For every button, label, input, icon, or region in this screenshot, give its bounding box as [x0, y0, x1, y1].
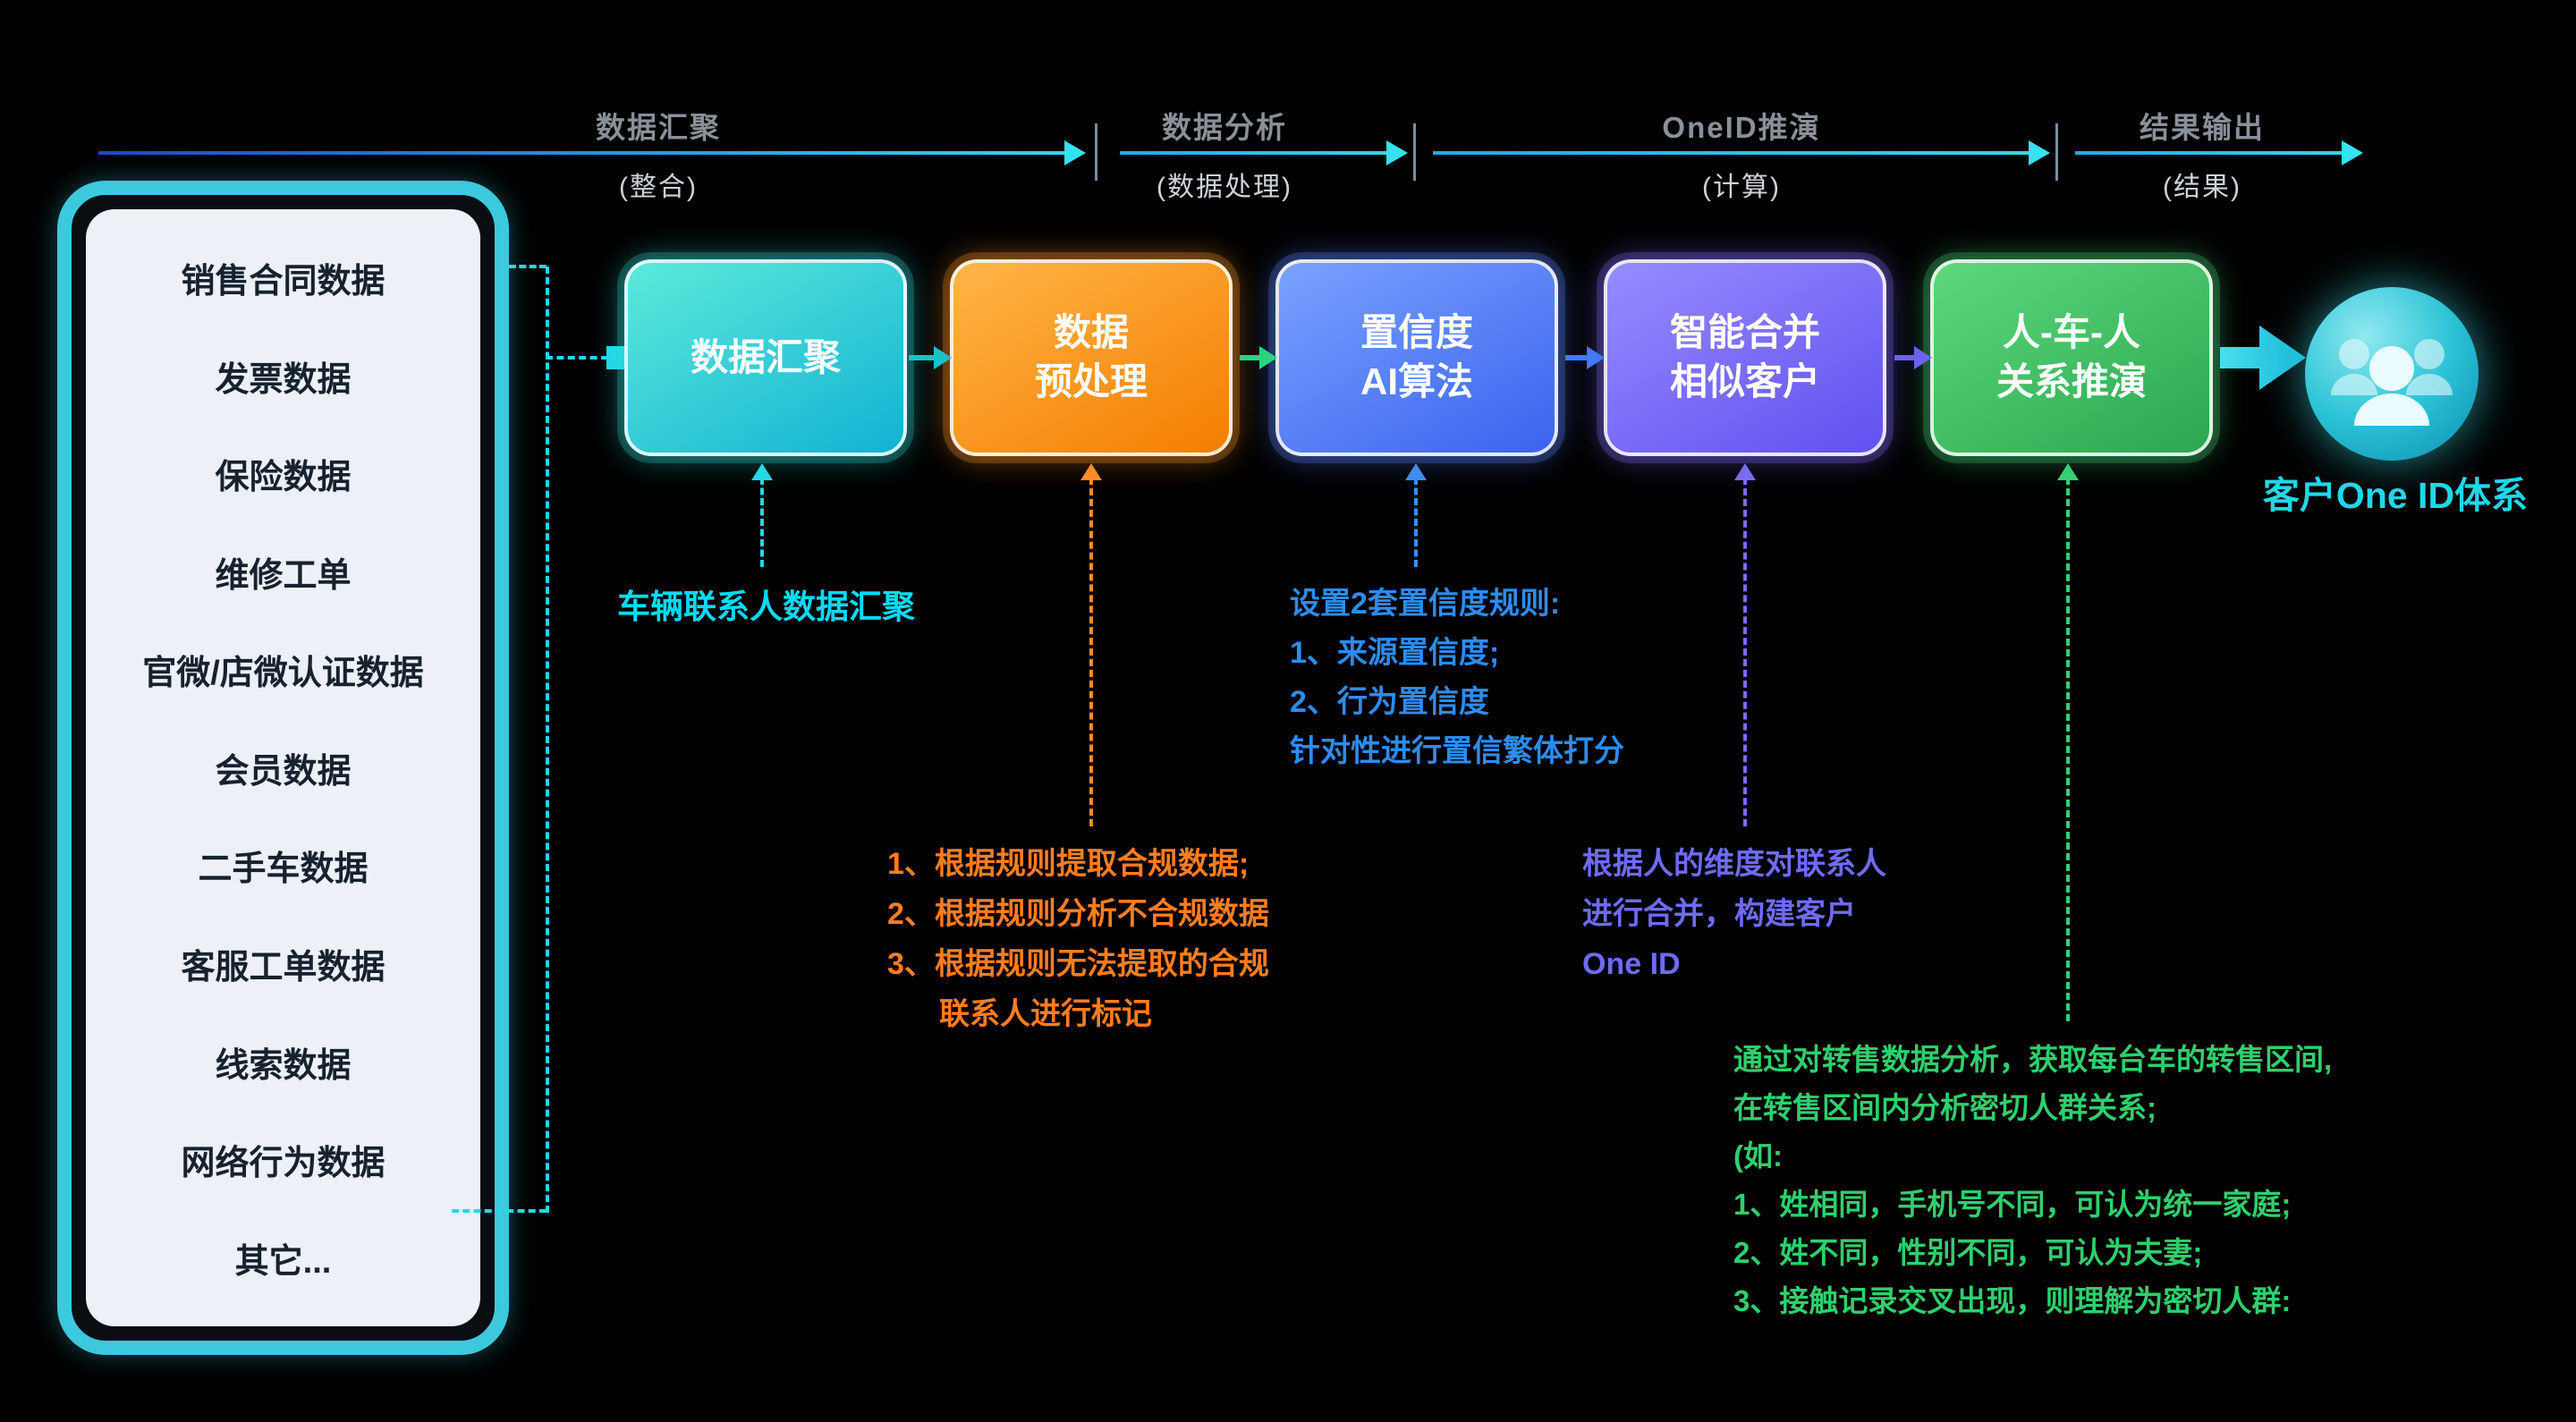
arrow-right-icon	[1259, 346, 1277, 369]
result-arrow-icon	[2220, 326, 2306, 390]
annotation-merge: 根据人的维度对联系人 进行合并，构建客户 One ID	[1582, 839, 1886, 989]
flow-box-label: 置信度 AI算法	[1360, 311, 1473, 402]
phase-1-title: 数据汇聚	[596, 111, 721, 144]
phase-divider-1	[1095, 123, 1097, 181]
arrow-up-icon	[1080, 463, 1102, 480]
arrow-right-icon	[1914, 346, 1932, 369]
phase-4-arrow	[2075, 140, 2363, 165]
phase-3-arrow	[1433, 140, 2050, 165]
connector-bottom-stub	[452, 1209, 547, 1213]
flow-box-smart-merge: 智能合并 相似客户	[1604, 259, 1886, 456]
source-item-member: 会员数据	[215, 752, 352, 791]
arrow-up-icon	[751, 463, 773, 480]
phase-4-title: 结果输出	[2140, 111, 2265, 144]
flow-arrow-4	[1894, 346, 1932, 369]
annotation-line-aggregation	[760, 478, 764, 567]
flow-box-label: 智能合并 相似客户	[1669, 311, 1820, 402]
source-item-others: 其它...	[234, 1242, 332, 1281]
people-group-icon	[2305, 287, 2479, 461]
data-sources-panel: 销售合同数据 发票数据 保险数据 维修工单 官微/店微认证数据 会员数据 二手车…	[57, 181, 509, 1355]
phase-3-title: OneID推演	[1662, 111, 1821, 144]
arrow-right-icon	[2029, 140, 2050, 165]
annotation-relation: 通过对转售数据分析，获取每台车的转售区间, 在转售区间内分析密切人群关系; (如…	[1733, 1036, 2332, 1325]
annotation-line: 在转售区间内分析密切人群关系;	[1733, 1091, 2157, 1124]
source-item-web-behavior: 网络行为数据	[181, 1145, 386, 1183]
annotation-line-confidence	[1414, 478, 1418, 567]
annotation-line: 通过对转售数据分析，获取每台车的转售区间,	[1733, 1043, 2333, 1076]
annotation-line-merge	[1743, 478, 1747, 826]
flow-box-label: 人-车-人 关系推演	[1996, 311, 2147, 402]
phase-2-subtitle: (数据处理)	[1157, 173, 1292, 202]
source-item-service-ticket: 客服工单数据	[181, 948, 386, 986]
result-label: 客户One ID体系	[2262, 475, 2529, 516]
data-sources-list: 销售合同数据 发票数据 保险数据 维修工单 官微/店微认证数据 会员数据 二手车…	[86, 209, 480, 1326]
source-item-sales-contract: 销售合同数据	[181, 263, 386, 301]
annotation-line: 针对性进行置信繁体打分	[1290, 734, 1624, 768]
phase-divider-2	[1413, 123, 1416, 181]
source-item-used-car: 二手车数据	[198, 851, 369, 889]
annotation-line-preprocess	[1089, 478, 1093, 826]
flow-box-data-aggregation: 数据汇聚	[624, 259, 907, 456]
flow-arrow-3	[1565, 346, 1605, 369]
annotation-line: 根据人的维度对联系人	[1582, 847, 1886, 881]
phase-divider-3	[2055, 123, 2058, 181]
flow-box-label: 数据汇聚	[690, 335, 841, 378]
annotation-line: 2、行为置信度	[1290, 685, 1489, 719]
flow-box-confidence-ai: 置信度 AI算法	[1275, 259, 1558, 456]
source-item-leads: 线索数据	[215, 1046, 352, 1085]
arrow-right-icon	[1386, 140, 1408, 165]
annotation-line: One ID	[1582, 947, 1681, 981]
annotation-aggregation: 车辆联系人数据汇聚	[617, 580, 915, 628]
source-item-insurance: 保险数据	[215, 459, 352, 497]
arrow-up-icon	[2057, 463, 2079, 480]
flow-box-preprocess: 数据 预处理	[950, 259, 1233, 456]
annotation-preprocess: 1、根据规则提取合规数据; 2、根据规则分析不合规数据 3、根据规则无法提取的合…	[887, 839, 1269, 1039]
connector-vertical-line	[546, 267, 549, 1213]
annotation-confidence: 设置2套置信度规则: 1、来源置信度; 2、行为置信度 针对性进行置信繁体打分	[1290, 580, 1624, 776]
phase-1-arrow	[98, 140, 1086, 165]
annotation-line: 2、根据规则分析不合规数据	[887, 897, 1269, 931]
annotation-line: (如:	[1733, 1139, 1783, 1172]
flow-arrow-2	[1240, 346, 1277, 369]
annotation-line-relation	[2066, 478, 2070, 1021]
annotation-line: 联系人进行标记	[939, 997, 1152, 1031]
source-item-invoice: 发票数据	[215, 360, 352, 399]
source-item-repair-order: 维修工单	[215, 556, 352, 595]
phase-2-title: 数据分析	[1162, 111, 1287, 144]
arrow-right-icon	[1064, 140, 1086, 165]
flow-box-relation-deduce: 人-车-人 关系推演	[1930, 259, 2213, 456]
annotation-line: 1、根据规则提取合规数据;	[887, 847, 1250, 881]
annotation-line: 1、姓相同，手机号不同，可认为统一家庭;	[1733, 1188, 2292, 1221]
arrow-right-icon	[606, 346, 624, 369]
flow-box-label: 数据 预处理	[1034, 311, 1148, 402]
flow-arrow-1	[909, 346, 952, 369]
annotation-line: 3、根据规则无法提取的合规	[887, 947, 1269, 981]
annotation-text: 车辆联系人数据汇聚	[617, 588, 915, 625]
arrow-right-icon	[1587, 346, 1605, 369]
arrow-up-icon	[1734, 463, 1756, 480]
connector-top-stub	[509, 265, 547, 268]
annotation-line: 设置2套置信度规则:	[1290, 587, 1561, 621]
arrow-right-icon	[934, 346, 952, 369]
annotation-line: 3、接触记录交叉出现，则理解为密切人群:	[1733, 1284, 2292, 1317]
annotation-line: 进行合并，构建客户	[1582, 897, 1856, 931]
phase-3-subtitle: (计算)	[1702, 173, 1781, 202]
connector-to-flow	[546, 356, 608, 360]
arrow-up-icon	[1405, 463, 1427, 480]
source-item-wechat-auth: 官微/店微认证数据	[142, 655, 424, 693]
phase-2-arrow	[1120, 140, 1408, 165]
phase-4-subtitle: (结果)	[2163, 173, 2241, 202]
arrow-right-icon	[2342, 140, 2363, 165]
phase-1-subtitle: (整合)	[619, 173, 698, 202]
annotation-line: 2、姓不同，性别不同，可认为夫妻;	[1733, 1236, 2203, 1269]
annotation-line: 1、来源置信度;	[1290, 636, 1500, 670]
